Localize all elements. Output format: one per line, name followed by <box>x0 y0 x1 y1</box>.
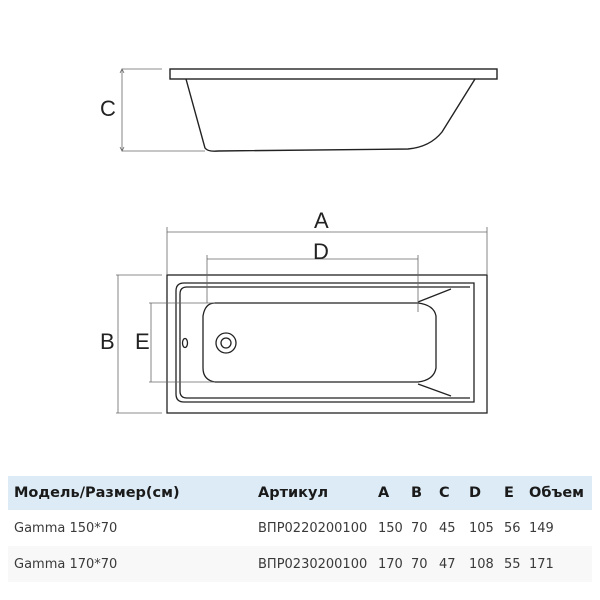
cell-a: 150 <box>378 520 403 536</box>
col-header-volume: Объем <box>529 476 592 510</box>
table-row: Gamma 170*70 ВПР0230200100 170 70 47 108… <box>8 546 592 582</box>
dimension-label-b: B <box>100 329 115 354</box>
col-header-b: B <box>411 476 439 510</box>
col-header-a: A <box>378 476 411 510</box>
spec-table: Модель/Размер(см) Артикул A B C D E Объе… <box>8 476 592 582</box>
cell-model: Gamma 170*70 <box>8 546 258 582</box>
table-row: Gamma 150*70 ВПР0220200100 150 70 45 105… <box>8 510 592 546</box>
cell-model: Gamma 150*70 <box>14 520 118 536</box>
cell-volume: 171 <box>529 546 592 582</box>
side-view <box>169 68 498 152</box>
cell-e: 55 <box>504 546 529 582</box>
col-header-c: C <box>439 476 469 510</box>
cell-e: 56 <box>504 520 521 536</box>
cell-volume: 149 <box>529 520 554 536</box>
bathtub-schematic <box>116 68 498 414</box>
col-header-d: D <box>469 476 504 510</box>
cell-article: ВПР0230200100 <box>258 546 378 582</box>
col-header-model: Модель/Размер(см) <box>8 476 258 510</box>
cell-b: 70 <box>411 520 428 536</box>
bathtub-drawing: C A D B E <box>100 68 498 414</box>
cell-b: 70 <box>411 546 439 582</box>
dimension-label-a: A <box>314 208 329 233</box>
table-header-row: Модель/Размер(см) Артикул A B C D E Объе… <box>8 476 592 510</box>
cell-c: 47 <box>439 546 469 582</box>
cell-c: 45 <box>439 520 456 536</box>
cell-d: 108 <box>469 546 504 582</box>
top-view <box>166 274 488 414</box>
col-header-article: Артикул <box>258 476 378 510</box>
dimension-label-c: C <box>100 96 116 121</box>
top-view-dimensions <box>116 227 488 414</box>
side-view-dimension-c <box>119 68 205 152</box>
cell-article: ВПР0220200100 <box>258 520 368 536</box>
cell-d: 105 <box>469 520 494 536</box>
dimension-label-d: D <box>313 239 329 264</box>
col-header-e: E <box>504 476 529 510</box>
cell-a: 170 <box>378 546 411 582</box>
dimension-label-e: E <box>135 329 150 354</box>
